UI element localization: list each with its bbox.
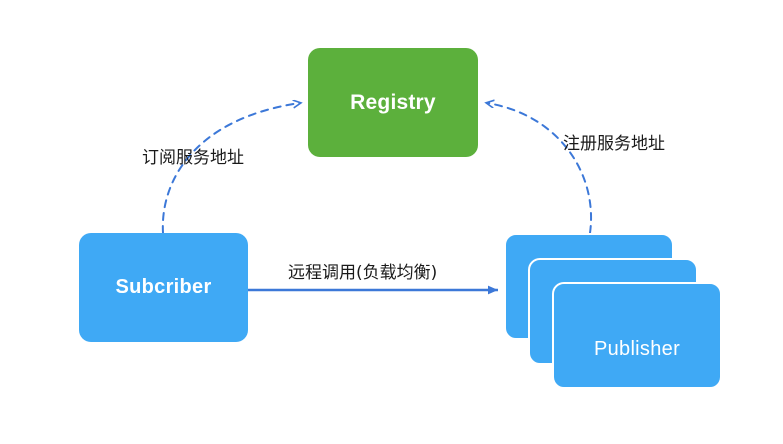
- edge-label-subscribe: 订阅服务地址: [142, 148, 244, 168]
- node-publisher-label: Publisher: [593, 338, 681, 360]
- node-registry[interactable]: Registry: [308, 48, 478, 157]
- edge-subscribe-path: [161, 103, 300, 234]
- edge-label-register: 注册服务地址: [563, 134, 665, 154]
- node-publisher[interactable]: Publisher: [552, 282, 722, 389]
- node-registry-label: Registry: [350, 90, 436, 114]
- node-subcriber[interactable]: Subcriber: [79, 233, 248, 342]
- node-subcriber-label: Subcriber: [115, 276, 212, 298]
- edge-label-invoke: 远程调用(负载均衡): [288, 263, 438, 283]
- edge-register-path: [487, 103, 592, 234]
